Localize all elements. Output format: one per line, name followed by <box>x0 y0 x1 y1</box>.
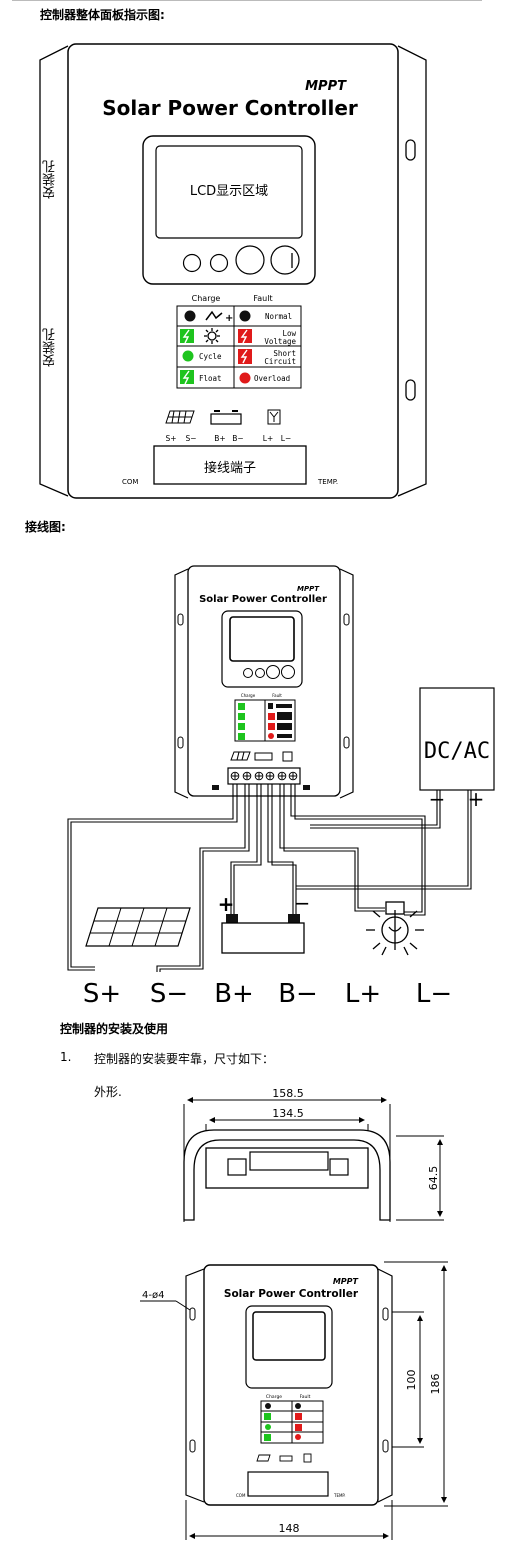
front-fault: Fault <box>300 1394 311 1400</box>
sun-charge-icon <box>205 310 223 321</box>
mppt-label: MPPT <box>305 79 347 94</box>
mount-hole-label: 安装孔 <box>43 160 58 199</box>
fault-header: Fault <box>253 294 272 303</box>
panel-title: Solar Power Controller <box>102 96 358 120</box>
heading-wiring: 接线图: <box>25 520 66 534</box>
wiring-title: Solar Power Controller <box>199 594 327 605</box>
dim-width-outer: 158.5 <box>272 1087 304 1100</box>
front-com: COM <box>236 1493 246 1498</box>
front-mppt: MPPT <box>333 1277 359 1286</box>
side-profile <box>183 1129 391 1221</box>
battery-plus: + <box>218 892 235 916</box>
led-dot-icon <box>239 310 251 322</box>
front-title: Solar Power Controller <box>224 1288 359 1300</box>
circuit-label: Circuit <box>264 357 296 366</box>
mount-hole-icon <box>405 379 416 401</box>
front-charge: Charge <box>266 1394 282 1400</box>
terminal-label: L− <box>281 434 291 443</box>
front-temp: TEMP. <box>333 1493 345 1498</box>
terminal-label: L+ <box>263 434 273 443</box>
green-led-icon <box>182 350 194 362</box>
dcac-plus: + <box>468 787 485 811</box>
voltage-label: Voltage <box>264 337 296 346</box>
heading-panel: 控制器整体面板指示图: <box>40 8 165 22</box>
item1-number: 1. <box>60 1050 72 1064</box>
dim-width-front: 148 <box>279 1522 300 1535</box>
float-label: Float <box>199 374 222 383</box>
terminal-label: S− <box>185 434 196 443</box>
button-icon <box>235 245 265 275</box>
label-s-plus: S+ <box>83 979 121 1009</box>
outline-label: 外形. <box>94 1085 122 1099</box>
temp-label: TEMP. <box>317 478 338 486</box>
button-icon <box>182 253 202 273</box>
item1-text: 控制器的安装要牢靠，尺寸如下： <box>94 1052 275 1066</box>
mount-hole-label: 安装孔 <box>43 328 58 367</box>
indicator-grid <box>176 305 302 389</box>
terminal-label: B− <box>232 434 243 443</box>
low-label: Low <box>282 329 296 338</box>
sun-icon <box>207 331 217 341</box>
label-l-plus: L+ <box>345 979 381 1009</box>
red-bolt-icon <box>238 329 252 343</box>
com-label: COM <box>122 478 138 486</box>
solar-panel-icon <box>85 907 191 947</box>
terminal-block <box>153 445 307 485</box>
label-l-minus: L− <box>416 979 452 1009</box>
terminal-block-label: 接线端子 <box>204 460 256 476</box>
normal-label: Normal <box>265 312 292 321</box>
wiring-fault: Fault <box>272 693 282 698</box>
terminal-label: S+ <box>165 434 176 443</box>
dcac-label: DC/AC <box>424 739 490 764</box>
dim-depth: 64.5 <box>427 1166 440 1191</box>
lcd-label: LCD显示区域 <box>190 184 268 199</box>
short-label: Short <box>273 349 296 358</box>
right-flange <box>397 45 427 497</box>
cycle-label: Cycle <box>199 352 222 361</box>
wiring-mppt: MPPT <box>297 585 320 593</box>
dcac-minus: − <box>429 787 446 811</box>
charge-header: Charge <box>192 294 221 303</box>
battery-icon <box>221 914 305 954</box>
battery-icon <box>254 752 273 761</box>
red-led-icon <box>239 372 251 384</box>
dim-hole-label: 4-ø4 <box>142 1290 164 1301</box>
label-b-plus: B+ <box>214 979 254 1009</box>
mount-hole-icon <box>405 139 416 161</box>
green-bolt-icon <box>180 370 194 384</box>
label-b-minus: B− <box>278 979 318 1009</box>
bulb-icon <box>267 409 281 425</box>
lcd-screen <box>155 145 303 239</box>
battery-minus: − <box>294 891 311 915</box>
solar-panel-icon <box>165 410 195 424</box>
lamp-icon <box>366 901 424 956</box>
dim-hole-spacing: 100 <box>405 1370 418 1391</box>
heading-install: 控制器的安装及使用 <box>60 1022 169 1036</box>
dim-width-inner: 134.5 <box>272 1107 304 1120</box>
wiring-diagram: MPPT Solar Power Controller Charge Fault <box>67 565 495 1009</box>
bulb-icon <box>282 751 293 762</box>
dim-height: 186 <box>429 1374 442 1395</box>
button-icon <box>270 245 300 275</box>
top-divider <box>12 0 482 1</box>
battery-icon <box>210 410 242 425</box>
overload-label: Overload <box>254 374 290 383</box>
solar-panel-icon <box>230 751 251 761</box>
wiring-charge: Charge <box>241 693 256 698</box>
led-dot-icon <box>184 310 196 322</box>
label-s-minus: S− <box>150 979 188 1009</box>
panel-diagram: MPPT Solar Power Controller LCD显示区域 Char… <box>39 43 427 499</box>
button-icon <box>209 253 229 273</box>
left-flange <box>39 45 69 497</box>
dcac-box <box>419 687 495 791</box>
terminal-label: B+ <box>214 434 225 443</box>
dimension-diagram: 158.5 134.5 64.5 4-ø4 MPPT Solar Power C… <box>140 1087 448 1540</box>
green-bolt-icon <box>180 329 194 343</box>
svg-text:+: + <box>225 313 233 324</box>
